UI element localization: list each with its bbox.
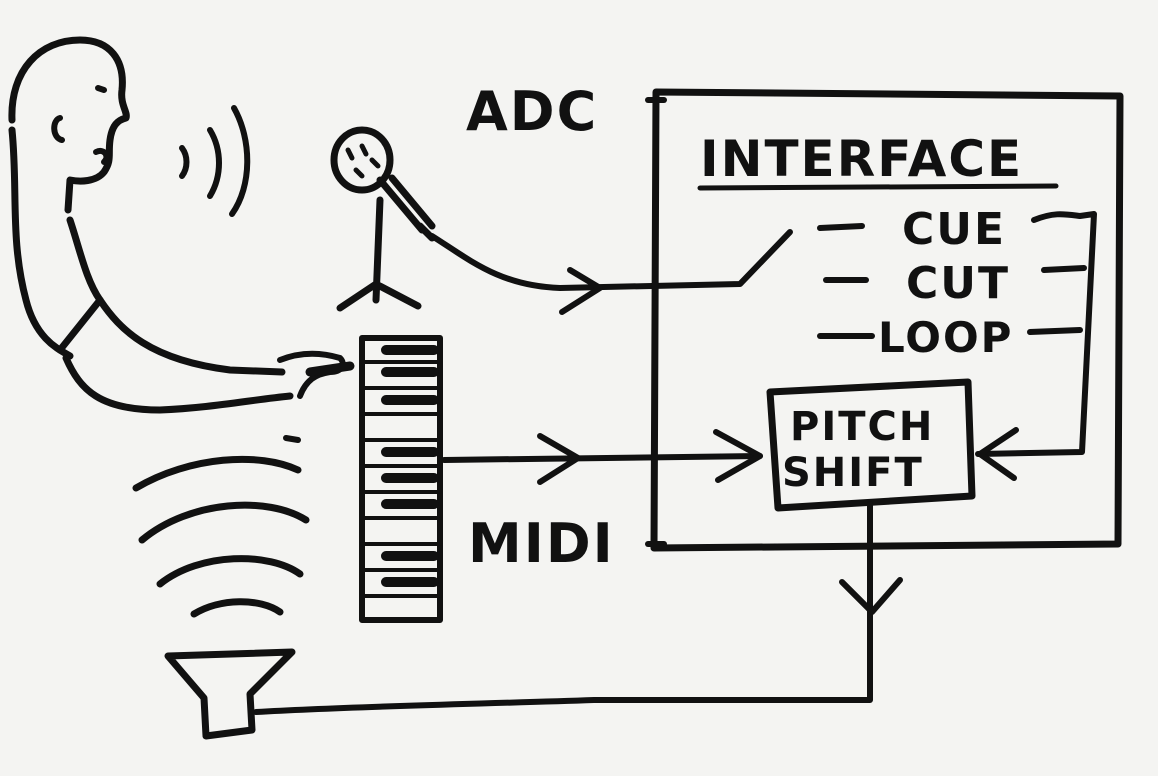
microphone-icon [334, 130, 432, 308]
cut-label: CUT [906, 258, 1010, 309]
speaker-wave-1 [194, 602, 280, 614]
singer-arm-lower [66, 358, 290, 410]
speaker-icon [136, 459, 306, 736]
mic-cable-arrow [562, 270, 600, 312]
voice-sound-waves [182, 108, 247, 214]
midi-label: MIDI [468, 512, 615, 575]
pitch-label: PITCH [790, 404, 934, 450]
singer-neck-front [70, 220, 100, 300]
speaker-wave-3 [142, 505, 306, 540]
singer-back [12, 130, 70, 356]
midi-line [444, 456, 760, 460]
singer-ear [54, 118, 62, 140]
adc-label: ADC [466, 80, 598, 143]
midi-keyboard-icon [362, 338, 440, 620]
cue-label: CUE [902, 204, 1006, 255]
singer-mouth [96, 151, 106, 162]
singer-head [12, 40, 126, 210]
speaker-wave-4 [136, 459, 298, 488]
interface-label: INTERFACE [700, 130, 1023, 188]
switch-pins [820, 226, 872, 336]
loop-label: LOOP [878, 313, 1013, 362]
singer-eye [98, 88, 104, 90]
singer-sleeve [60, 300, 100, 350]
singer-figure [12, 40, 350, 410]
mic-cable [432, 232, 790, 288]
speaker-wave-2 [160, 559, 300, 584]
singer-finger [310, 366, 350, 372]
shift-label: SHIFT [782, 450, 924, 496]
singer-arm-upper [100, 300, 282, 372]
stray-mark [286, 438, 298, 440]
